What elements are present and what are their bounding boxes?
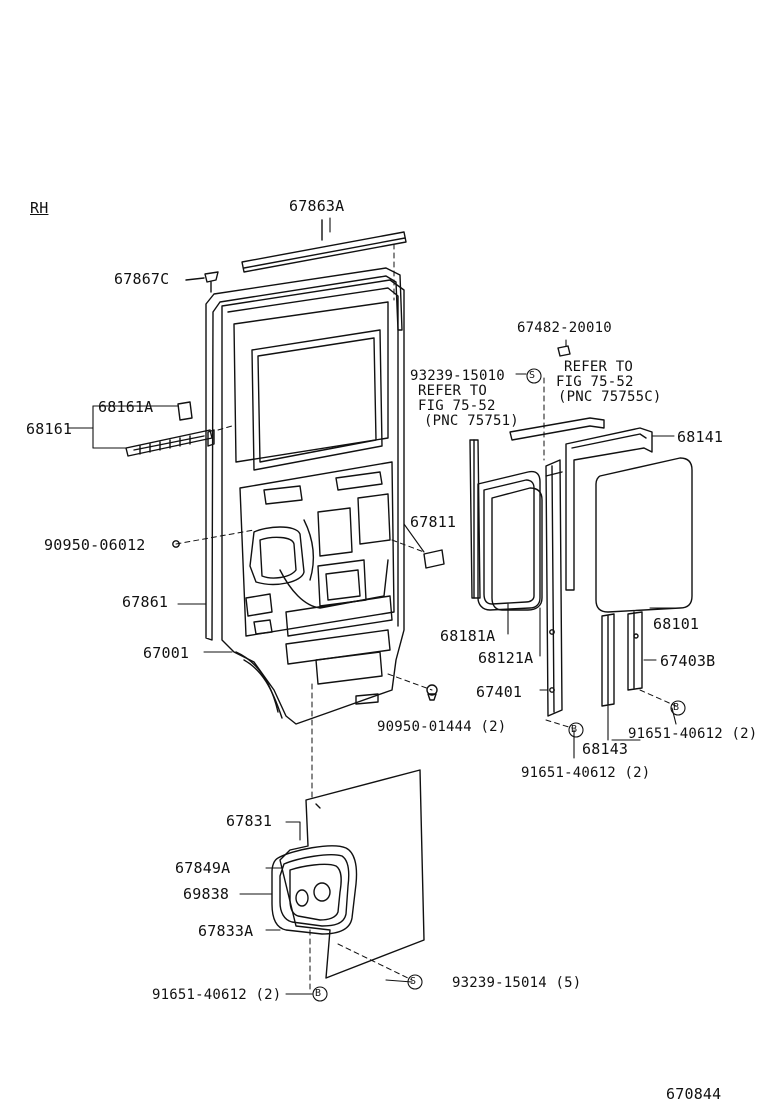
top-channel-refer <box>509 417 605 441</box>
symbol-circles <box>312 368 686 1002</box>
callout-93239-15014: 93239-15014 (5) <box>452 975 582 991</box>
reference-line: FIG 75-52 <box>418 398 496 414</box>
callout-69838: 69838 <box>183 885 230 903</box>
callout-68181A: 68181A <box>440 627 496 645</box>
channel-67403B <box>627 611 643 691</box>
callout-67001: 67001 <box>143 644 190 662</box>
seal-67849A <box>271 845 358 935</box>
reference-line: (PNC 75751) <box>424 413 519 429</box>
side-label: RH <box>30 199 49 217</box>
glass-68101 <box>595 457 693 613</box>
symbol-s-2: S <box>410 976 417 987</box>
leader-lines-bottom <box>239 821 301 931</box>
clip-90950-01444 <box>426 684 438 701</box>
callout-68141: 68141 <box>677 428 724 446</box>
belt-moulding-67863A <box>241 219 407 273</box>
callout-67482-20010: 67482-20010 <box>517 320 612 336</box>
run-channel-68143 <box>601 613 615 707</box>
symbol-b-2: B <box>673 702 680 713</box>
glass-run-68181A <box>477 470 541 611</box>
callout-67403B: 67403B <box>660 652 716 670</box>
reference-line: REFER TO <box>418 383 488 399</box>
callout-68121A: 68121A <box>478 649 534 667</box>
run-channel-67401 <box>545 459 563 717</box>
callout-68143: 68143 <box>582 740 629 758</box>
reference-line: (PNC 75755C) <box>558 389 662 405</box>
seal-69838-inner <box>295 882 331 907</box>
callout-67849A: 67849A <box>175 859 231 877</box>
symbol-s-1: S <box>529 370 536 381</box>
callout-91651-40612-mid: 91651-40612 (2) <box>521 765 651 781</box>
callout-68161A: 68161A <box>98 398 154 416</box>
reference-line: FIG 75-52 <box>556 374 634 390</box>
figure-code: 670844 <box>666 1085 722 1103</box>
callout-67401: 67401 <box>476 683 523 701</box>
callout-91651-40612-right: 91651-40612 (2) <box>628 726 758 742</box>
bracket-68161 <box>67 405 179 449</box>
callout-90950-01444: 90950-01444 (2) <box>377 719 507 735</box>
panel-67831 <box>279 769 425 979</box>
callout-67833A: 67833A <box>198 922 254 940</box>
leader-lines-left <box>177 217 425 995</box>
reference-note-1: REFER TO FIG 75-52 (PNC 75751) <box>418 384 519 429</box>
channel-strip-left <box>469 439 481 599</box>
pad-67811 <box>423 549 445 569</box>
symbol-b-1: B <box>571 724 578 735</box>
symbol-b-3: B <box>315 988 322 999</box>
door-panel-67001 <box>221 279 405 725</box>
callout-67863A: 67863A <box>289 197 345 215</box>
weatherstrip-67861 <box>205 267 403 641</box>
callout-91651-40612-bottom: 91651-40612 (2) <box>152 987 282 1003</box>
callout-67811: 67811 <box>410 513 457 531</box>
callout-93239-15010: 93239-15010 <box>410 368 505 384</box>
channel-68161 <box>125 401 215 457</box>
callout-68101: 68101 <box>653 615 700 633</box>
weatherstrip-68141 <box>565 427 653 591</box>
leader-dashes <box>175 243 677 991</box>
callout-90950-06012: 90950-06012 <box>44 536 146 554</box>
callout-67867C: 67867C <box>114 270 170 288</box>
callout-68161: 68161 <box>26 420 73 438</box>
leader-lines-right <box>507 339 677 759</box>
callout-67831: 67831 <box>226 812 273 830</box>
part-67482-20010 <box>557 345 571 357</box>
callout-67861: 67861 <box>122 593 169 611</box>
clip-90950-06012 <box>172 540 180 548</box>
reference-note-2: REFER TO FIG 75-52 (PNC 75755C) <box>552 360 662 405</box>
clip-67867C <box>185 271 219 293</box>
reference-line: REFER TO <box>564 359 634 375</box>
glass-68121A <box>491 487 543 611</box>
